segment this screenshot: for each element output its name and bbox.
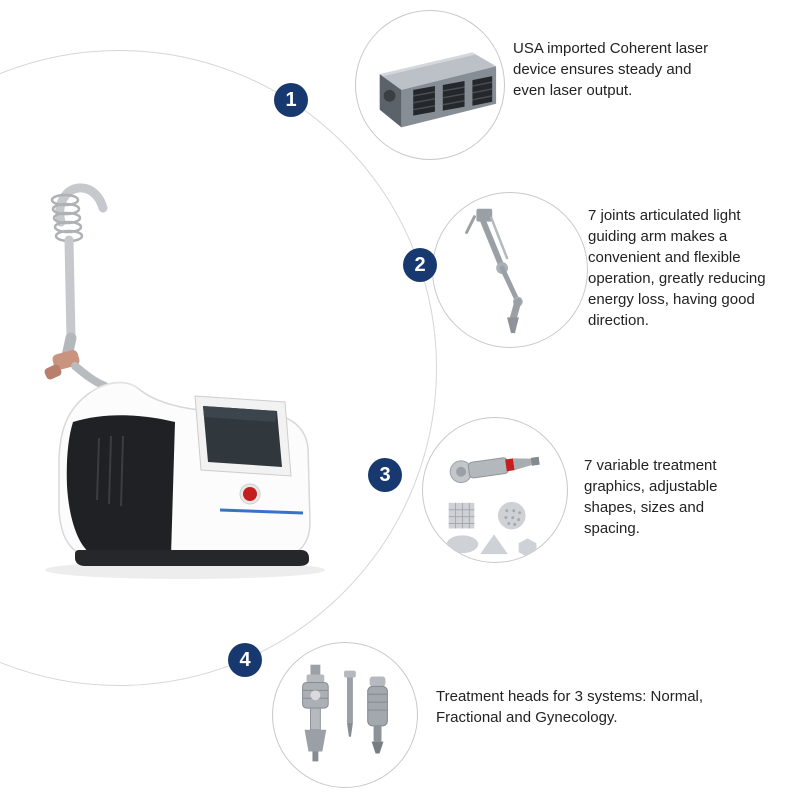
feature-3-description: 7 variable treatment graphics, adjustabl… — [584, 457, 718, 537]
feature-2-image-circle — [432, 192, 588, 348]
feature-2-description: 7 joints articulated light guiding arm m… — [588, 207, 766, 329]
coherent-laser-device-icon — [379, 52, 497, 128]
laser-machine-icon — [44, 183, 325, 579]
feature-1-badge: 1 — [274, 83, 308, 117]
feature-1-description: USA imported Coherent laser device ensur… — [513, 40, 709, 99]
feature-4-description: Treatment heads for 3 systems: Normal, F… — [436, 688, 704, 726]
treatment-heads-icon — [302, 664, 388, 762]
feature-1-image-circle — [355, 10, 505, 160]
treatment-graphics-icon — [446, 456, 540, 558]
laser-machine-illustration — [15, 170, 335, 590]
feature-2-badge: 2 — [403, 248, 437, 282]
articulated-arm-icon — [465, 208, 523, 334]
feature-3-badge: 3 — [368, 458, 402, 492]
feature-3-image-circle — [422, 417, 568, 563]
feature-4-badge: 4 — [228, 643, 262, 677]
feature-4-image-circle — [272, 642, 418, 788]
